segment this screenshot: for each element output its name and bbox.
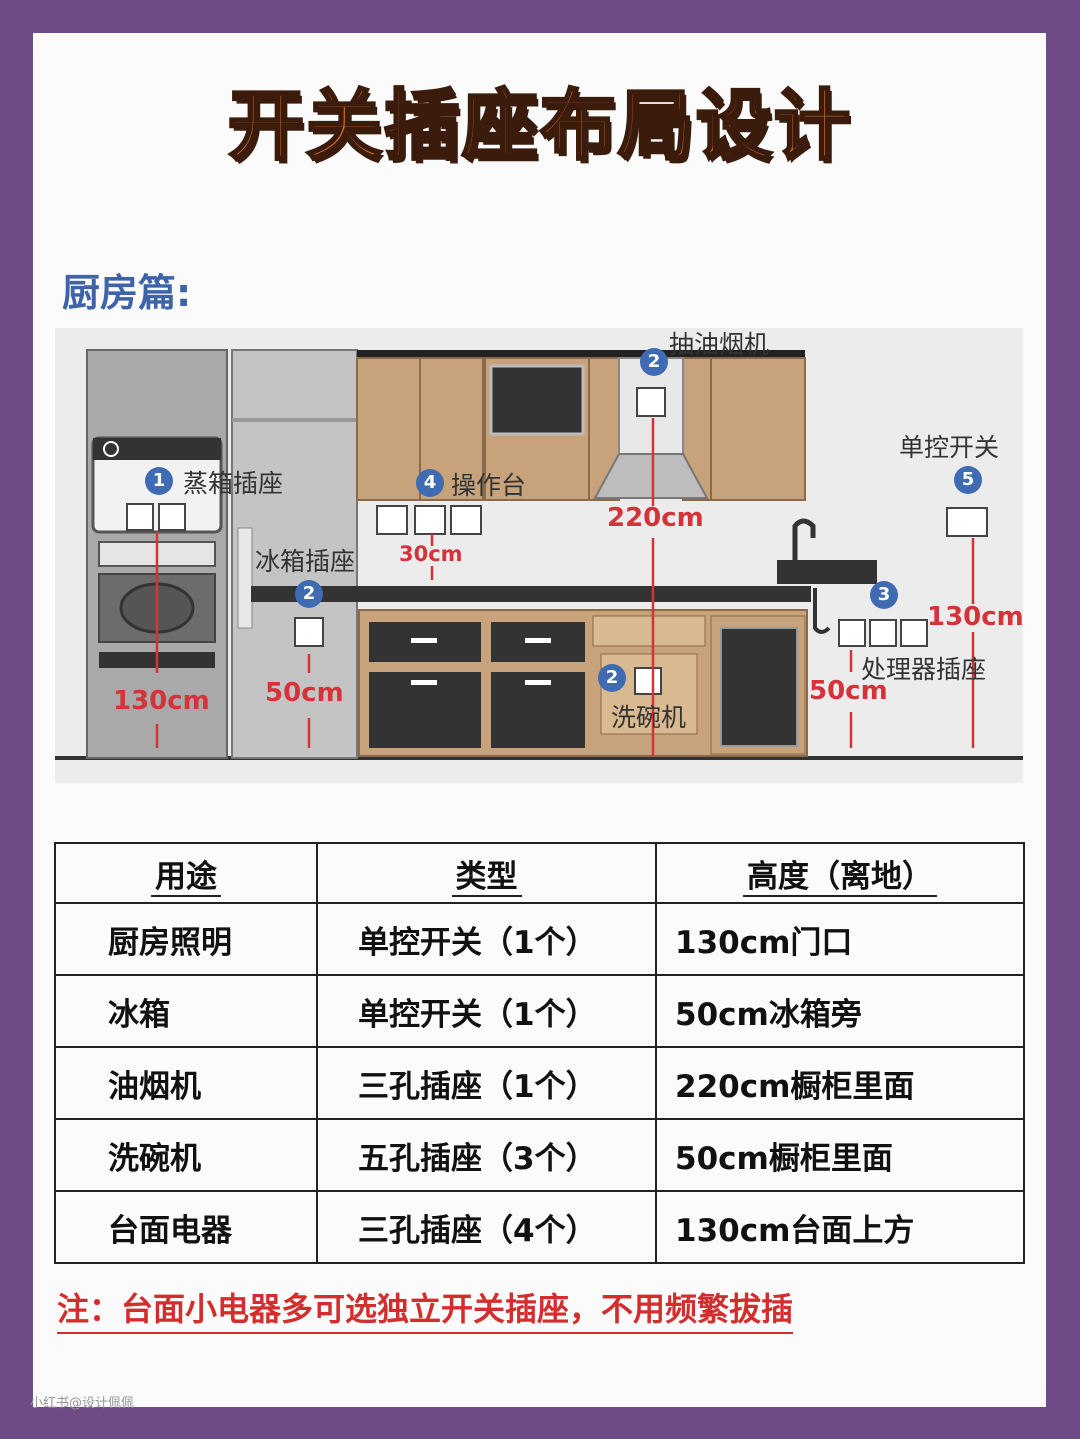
marker-switch: 5	[954, 466, 982, 494]
table-header-row: 用途 类型 高度（离地）	[54, 842, 1025, 904]
table-row: 冰箱 单控开关（1个） 50cm冰箱旁	[54, 974, 1025, 1048]
kitchen-diagram: 1 蒸箱插座 130cm 冰箱插座 2 50cm 4 操作台 30cm 抽油烟机…	[55, 328, 1023, 783]
sink	[777, 560, 877, 584]
label-dishwasher: 洗碗机	[611, 703, 687, 732]
marker-disposer: 3	[870, 581, 898, 609]
header-purpose: 用途	[54, 842, 318, 904]
marker-counter: 4	[416, 469, 444, 497]
marker-dishwasher: 2	[598, 664, 626, 692]
table-row: 厨房照明 单控开关（1个） 130cm门口	[54, 902, 1025, 976]
label-disposer-socket: 处理器插座	[861, 655, 987, 684]
height-hood: 220cm	[607, 503, 704, 533]
countertop	[251, 586, 811, 602]
table-row: 台面电器 三孔插座（4个） 130cm台面上方	[54, 1190, 1025, 1264]
kitchen-illustration	[55, 349, 1023, 760]
marker-steamer: 1	[145, 467, 173, 495]
upper-cabinet-right	[682, 357, 806, 501]
header-height: 高度（离地）	[655, 842, 1025, 904]
marker-fridge: 2	[295, 580, 323, 608]
height-fridge: 50cm	[265, 678, 344, 708]
footnote: 注：台面小电器多可选独立开关插座，不用频繁拔插	[57, 1284, 794, 1334]
table-row: 洗碗机 五孔插座（3个） 50cm橱柜里面	[54, 1118, 1025, 1192]
table-row: 油烟机 三孔插座（1个） 220cm橱柜里面	[54, 1046, 1025, 1120]
socket-spec-table: 用途 类型 高度（离地） 厨房照明 单控开关（1个） 130cm门口 冰箱 单控…	[54, 842, 1025, 1264]
page-title: 开关插座布局设计	[227, 80, 852, 172]
floor-line	[55, 756, 1023, 760]
label-range-hood: 抽油烟机	[669, 330, 770, 359]
watermark: 小红书@设计佩佩	[30, 1396, 135, 1411]
marker-hood: 2	[640, 348, 668, 376]
height-counter: 30cm	[399, 542, 463, 566]
height-disposer: 50cm	[809, 676, 888, 706]
upper-trim	[357, 350, 805, 358]
section-heading: 厨房篇:	[62, 271, 192, 315]
label-switch: 单控开关	[899, 433, 1000, 462]
height-switch: 130cm	[927, 602, 1023, 632]
header-type: 类型	[316, 842, 657, 904]
height-steamer: 130cm	[113, 686, 210, 716]
label-steamer-socket: 蒸箱插座	[183, 469, 284, 498]
label-counter: 操作台	[451, 471, 527, 500]
steamer-top	[93, 438, 221, 460]
label-fridge-socket: 冰箱插座	[255, 547, 356, 576]
